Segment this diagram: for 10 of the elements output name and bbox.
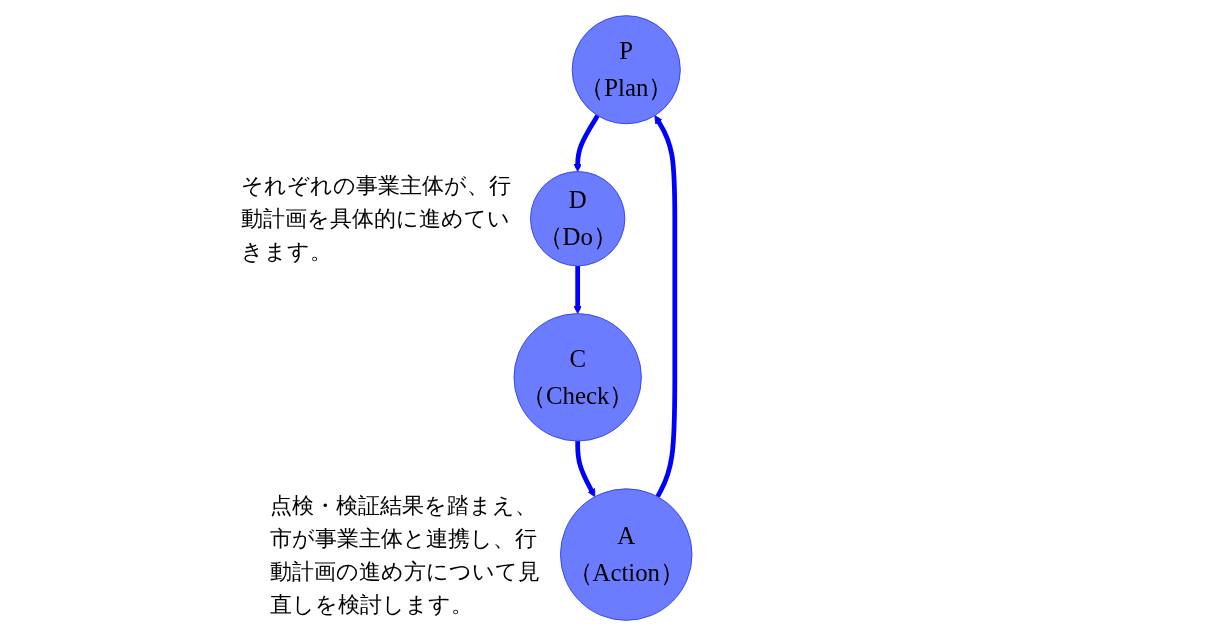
arrow [573, 265, 582, 314]
node-circle: D （Do） [530, 171, 626, 267]
node-circle: A （Action） [560, 488, 693, 621]
arrow [573, 114, 600, 172]
node-circle: C （Check） [513, 313, 642, 442]
node-circle: P （Plan） [571, 15, 681, 125]
node-caption: 点検・検証結果を踏まえ、市が事業主体と連携し、行動計画の進め方について見直しを検討します。 [270, 491, 541, 619]
arrow [654, 115, 678, 498]
arrow [575, 441, 596, 498]
node-caption: それぞれの事業主体が、行動計画を具体的に進めていきます。 [240, 172, 511, 267]
